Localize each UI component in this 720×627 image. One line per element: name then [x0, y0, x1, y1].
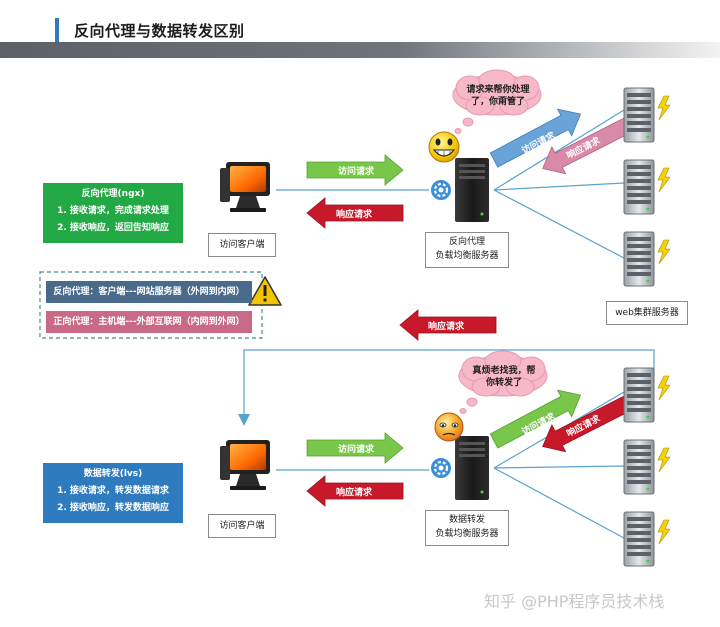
response-arrow-bottom — [306, 475, 404, 507]
proxy-server-icon-top — [455, 158, 489, 222]
client-label-bottom: 访问客户端 — [208, 514, 276, 538]
lightning-icon — [657, 239, 671, 265]
data-forward-card-title: 数据转发(lvs) — [83, 469, 143, 479]
rack-server-icon — [623, 87, 655, 143]
lightning-icon — [657, 375, 671, 401]
thought-text-top-line2: 了，你甭管了 — [470, 97, 525, 107]
lightning-icon — [657, 447, 671, 473]
response-arrow-top-label: 响应请求 — [335, 210, 372, 220]
watermark: 知乎 @PHP程序员技术栈 — [484, 592, 665, 611]
header-bar — [0, 42, 720, 58]
reverse-proxy-card-title: 反向代理(ngx) — [81, 189, 145, 199]
proxy-label-bottom: 数据转发 负载均衡服务器 — [425, 510, 509, 546]
rack-server-icon — [623, 159, 655, 215]
request-arrow-bottom-label: 访问请求 — [337, 445, 374, 455]
header-accent — [55, 18, 59, 42]
client-monitor-icon-bottom — [220, 440, 270, 490]
response-arrow-top — [306, 197, 404, 229]
request-arrow-top — [306, 154, 404, 186]
request-arrow-bottom — [306, 432, 404, 464]
reverse-proxy-card-line1: 1. 接收请求，完成请求处理 — [57, 206, 169, 216]
smiley-icon — [428, 131, 460, 163]
rack-server-icon — [623, 439, 655, 495]
connector-lines — [243, 109, 655, 539]
reverse-proxy-card-line2: 2. 接收响应，返回告知响应 — [57, 223, 169, 233]
data-forward-card-line1: 1. 接收请求，转发数据请求 — [57, 486, 169, 496]
diag-request-arrow-bottom — [489, 389, 582, 449]
cluster-label: web集群服务器 — [606, 301, 688, 325]
request-arrow-top-label: 访问请求 — [337, 167, 374, 177]
return-line-arrowhead — [238, 414, 250, 426]
thought-text-bottom: 真烦老找我，帮 你转发了 — [464, 365, 544, 389]
forward-proxy-definition: 正向代理：主机端---外部互联网（内网到外网） — [46, 311, 252, 333]
reverse-proxy-card: 反向代理(ngx) 1. 接收请求，完成请求处理 2. 接收响应，返回告知响应 — [43, 183, 183, 243]
thought-cloud-bottom — [458, 350, 548, 414]
lightning-icon — [657, 519, 671, 545]
proxy-label-bottom-line2: 负载均衡服务器 — [435, 529, 499, 539]
proxy-label-bottom-line1: 数据转发 — [448, 515, 485, 525]
proxy-label-top: 反向代理 负载均衡服务器 — [425, 232, 509, 268]
diag-request-arrow-top — [489, 108, 582, 168]
thought-text-bottom-line2: 你转发了 — [485, 378, 522, 388]
gear-icon — [428, 455, 454, 481]
client-label-top: 访问客户端 — [208, 233, 276, 257]
thought-text-bottom-line1: 真烦老找我，帮 — [472, 366, 536, 376]
proxy-label-top-line1: 反向代理 — [448, 237, 485, 247]
thought-cloud-top — [452, 69, 542, 134]
response-arrow-middle-label: 响应请求 — [427, 322, 464, 332]
lightning-icon — [657, 95, 671, 121]
diag-response-arrow-bottom — [542, 394, 635, 453]
response-arrow-bottom-label: 响应请求 — [335, 488, 372, 498]
proxy-server-icon-bottom — [455, 436, 489, 500]
rack-server-icon — [623, 511, 655, 567]
annoyed-face-icon — [434, 412, 464, 442]
data-forward-card: 数据转发(lvs) 1. 接收请求，转发数据请求 2. 接收响应，转发数据响应 — [43, 463, 183, 523]
data-forward-card-line2: 2. 接收响应，转发数据响应 — [57, 503, 169, 513]
proxy-label-top-line2: 负载均衡服务器 — [435, 251, 499, 261]
thought-text-top: 请求来帮你处理 了，你甭管了 — [458, 84, 538, 108]
rack-server-icon — [623, 367, 655, 423]
reverse-proxy-definition: 反向代理：客户端---网站服务器（外网到内网） — [46, 281, 252, 303]
thought-text-top-line1: 请求来帮你处理 — [466, 85, 530, 95]
diag-response-arrow-top — [542, 116, 635, 175]
client-monitor-icon-top — [220, 162, 270, 212]
warning-icon — [248, 276, 282, 306]
lightning-icon — [657, 167, 671, 193]
gear-icon — [428, 177, 454, 203]
page-title: 反向代理与数据转发区别 — [74, 22, 245, 40]
rack-server-icon — [623, 231, 655, 287]
response-arrow-middle — [399, 309, 497, 341]
